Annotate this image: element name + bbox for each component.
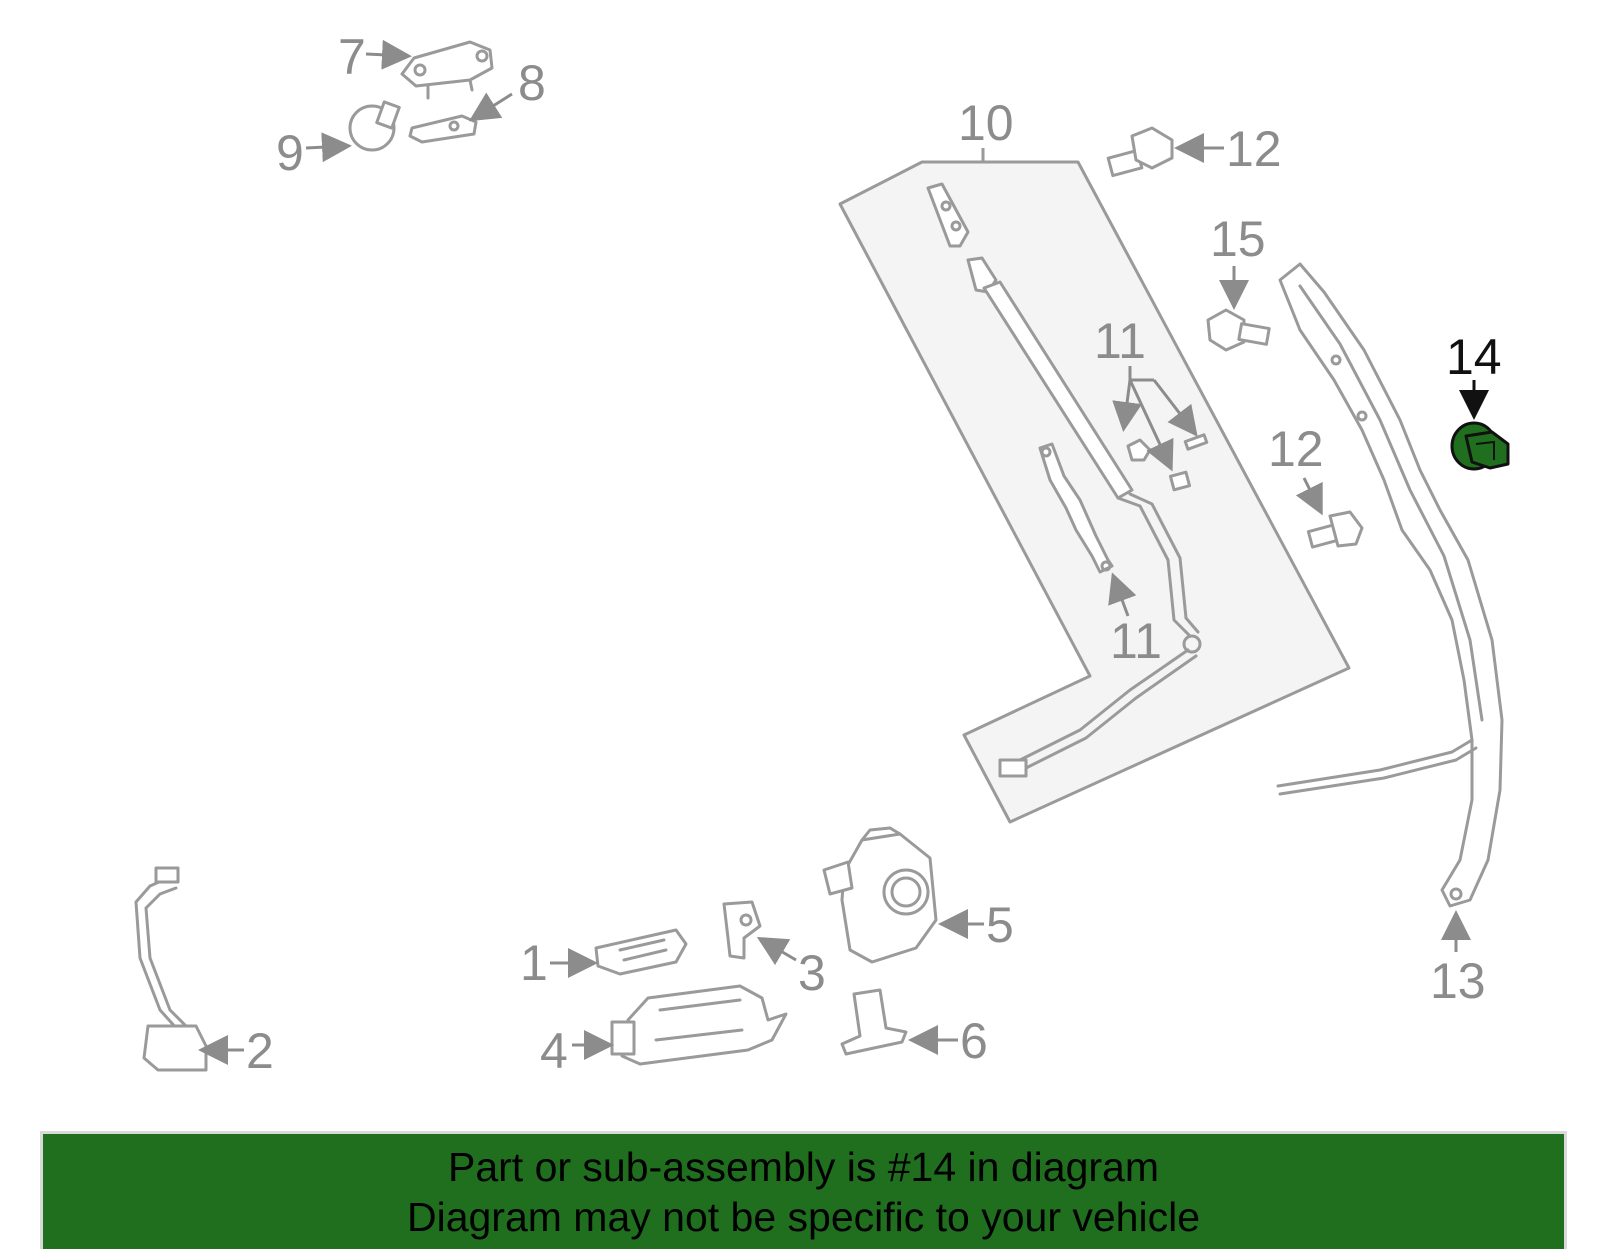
callout-label-2: 2 (246, 1023, 274, 1079)
part-4-module (610, 984, 788, 1066)
subassembly-10-panel (838, 148, 1351, 824)
part-5-latch-actuator (822, 826, 938, 964)
callout-label-14: 14 (1446, 329, 1502, 385)
callout-label-5: 5 (986, 897, 1014, 953)
callout-label-15: 15 (1210, 211, 1266, 267)
callout-5: 5 (938, 897, 1014, 953)
callout-4: 4 (540, 1023, 614, 1079)
part-7-bracket (400, 40, 494, 100)
callout-14: 14 (1446, 329, 1502, 420)
part-12-bolt-upper (1106, 126, 1174, 178)
callout-10: 10 (958, 95, 1014, 151)
banner-line-part-number: Part or sub-assembly is #14 in diagram (448, 1143, 1159, 1190)
callout-3: 3 (756, 936, 826, 1001)
part-3-clip (722, 900, 762, 960)
part-1-handle (594, 928, 688, 976)
callout-label-1: 1 (520, 935, 548, 991)
callout-label-7: 7 (338, 29, 366, 85)
part-2-latch-cable (134, 866, 208, 1072)
part-6-striker (840, 988, 908, 1056)
callout-9: 9 (276, 125, 352, 181)
info-banner: Part or sub-assembly is #14 in diagram D… (40, 1131, 1567, 1249)
callout-label-9: 9 (276, 125, 304, 181)
part-10-lift-strut (926, 182, 1202, 778)
callout-11-upper: 11 (1094, 313, 1198, 472)
callout-label-8: 8 (518, 55, 546, 111)
callout-label-10: 10 (958, 95, 1014, 151)
part-11-clips (1126, 433, 1209, 492)
callout-12-upper: 12 (1174, 121, 1282, 177)
callout-11-lower: 11 (1108, 572, 1162, 669)
callout-label-12-lower: 12 (1268, 421, 1324, 477)
callout-label-11-upper: 11 (1094, 313, 1146, 369)
banner-line-disclaimer: Diagram may not be specific to your vehi… (406, 1193, 1200, 1240)
part-8-gasket (408, 114, 478, 144)
part-9-grommet (348, 100, 401, 152)
part-12-bolt-lower (1306, 510, 1364, 549)
part-15-bolt (1206, 308, 1271, 352)
part-13-rail (1276, 262, 1504, 908)
callout-15: 15 (1210, 211, 1266, 310)
callout-label-6: 6 (960, 1013, 988, 1069)
callout-6: 6 (908, 1013, 988, 1069)
callout-8: 8 (468, 55, 546, 122)
part-11-bracket (1038, 442, 1114, 574)
callout-13: 13 (1430, 910, 1486, 1009)
callout-label-13: 13 (1430, 953, 1486, 1009)
callout-label-3: 3 (798, 945, 826, 1001)
callout-7: 7 (338, 29, 412, 85)
callout-12-lower: 12 (1268, 421, 1324, 516)
callout-2: 2 (198, 1023, 274, 1079)
callout-label-11-lower: 11 (1110, 613, 1162, 669)
part-14-bumper (1450, 421, 1510, 471)
callout-label-12-upper: 12 (1226, 121, 1282, 177)
callout-label-4: 4 (540, 1023, 568, 1079)
callout-1: 1 (520, 935, 598, 991)
